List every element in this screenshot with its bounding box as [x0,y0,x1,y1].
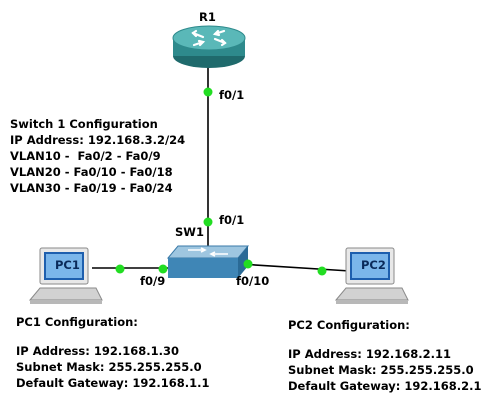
port-light-pc1 [115,264,125,274]
port-label-r1-f0-1: f0/1 [219,88,245,102]
pc1-config-block: IP Address: 192.168.1.30 Subnet Mask: 25… [16,343,209,391]
switch-config-block: Switch 1 Configuration IP Address: 192.1… [10,116,185,196]
switch-label: SW1 [175,225,204,239]
switch-config-title: Switch 1 Configuration [10,117,158,131]
port-label-sw1-f0-1: f0/1 [219,213,245,227]
pc2-config-gateway: Default Gateway: 192.168.2.1 [288,379,482,393]
pc1-config-gateway: Default Gateway: 192.168.1.1 [16,376,210,390]
pc2-config-ip: IP Address: 192.168.2.11 [288,347,451,361]
switch-config-ip: IP Address: 192.168.3.2/24 [10,133,186,147]
port-label-sw1-f0-10: f0/10 [236,274,270,288]
pc1-config-ip: IP Address: 192.168.1.30 [16,344,179,358]
pc1-label: PC1 [55,258,80,272]
port-light-sw1-f0-10 [243,259,253,269]
pc2-config-title: PC2 Configuration: [288,318,410,332]
router-label: R1 [199,10,216,24]
pc1-config-title: PC1 Configuration: [16,315,138,329]
pc2-config-block: IP Address: 192.168.2.11 Subnet Mask: 25… [288,346,481,394]
pc2-icon[interactable] [334,247,409,304]
port-label-sw1-f0-9: f0/9 [140,274,166,288]
switch-config-vlan10: VLAN10 - Fa0/2 - Fa0/9 [10,149,161,163]
switch-sw1-icon[interactable] [166,245,250,278]
pc1-config-mask: Subnet Mask: 255.255.255.0 [16,360,202,374]
router-r1-icon[interactable] [172,25,246,68]
port-light-sw1-f0-1 [203,217,213,227]
pc1-icon[interactable] [28,247,103,304]
link-sw1-pc2 [239,263,351,272]
port-light-pc2 [317,266,327,276]
port-light-sw1-f0-9 [158,264,168,274]
pc2-label: PC2 [361,258,386,272]
switch-config-vlan20: VLAN20 - Fa0/10 - Fa0/18 [10,165,173,179]
pc2-config-mask: Subnet Mask: 255.255.255.0 [288,363,474,377]
switch-config-vlan30: VLAN30 - Fa0/19 - Fa0/24 [10,181,173,195]
port-light-r1-f0-1 [203,87,213,97]
